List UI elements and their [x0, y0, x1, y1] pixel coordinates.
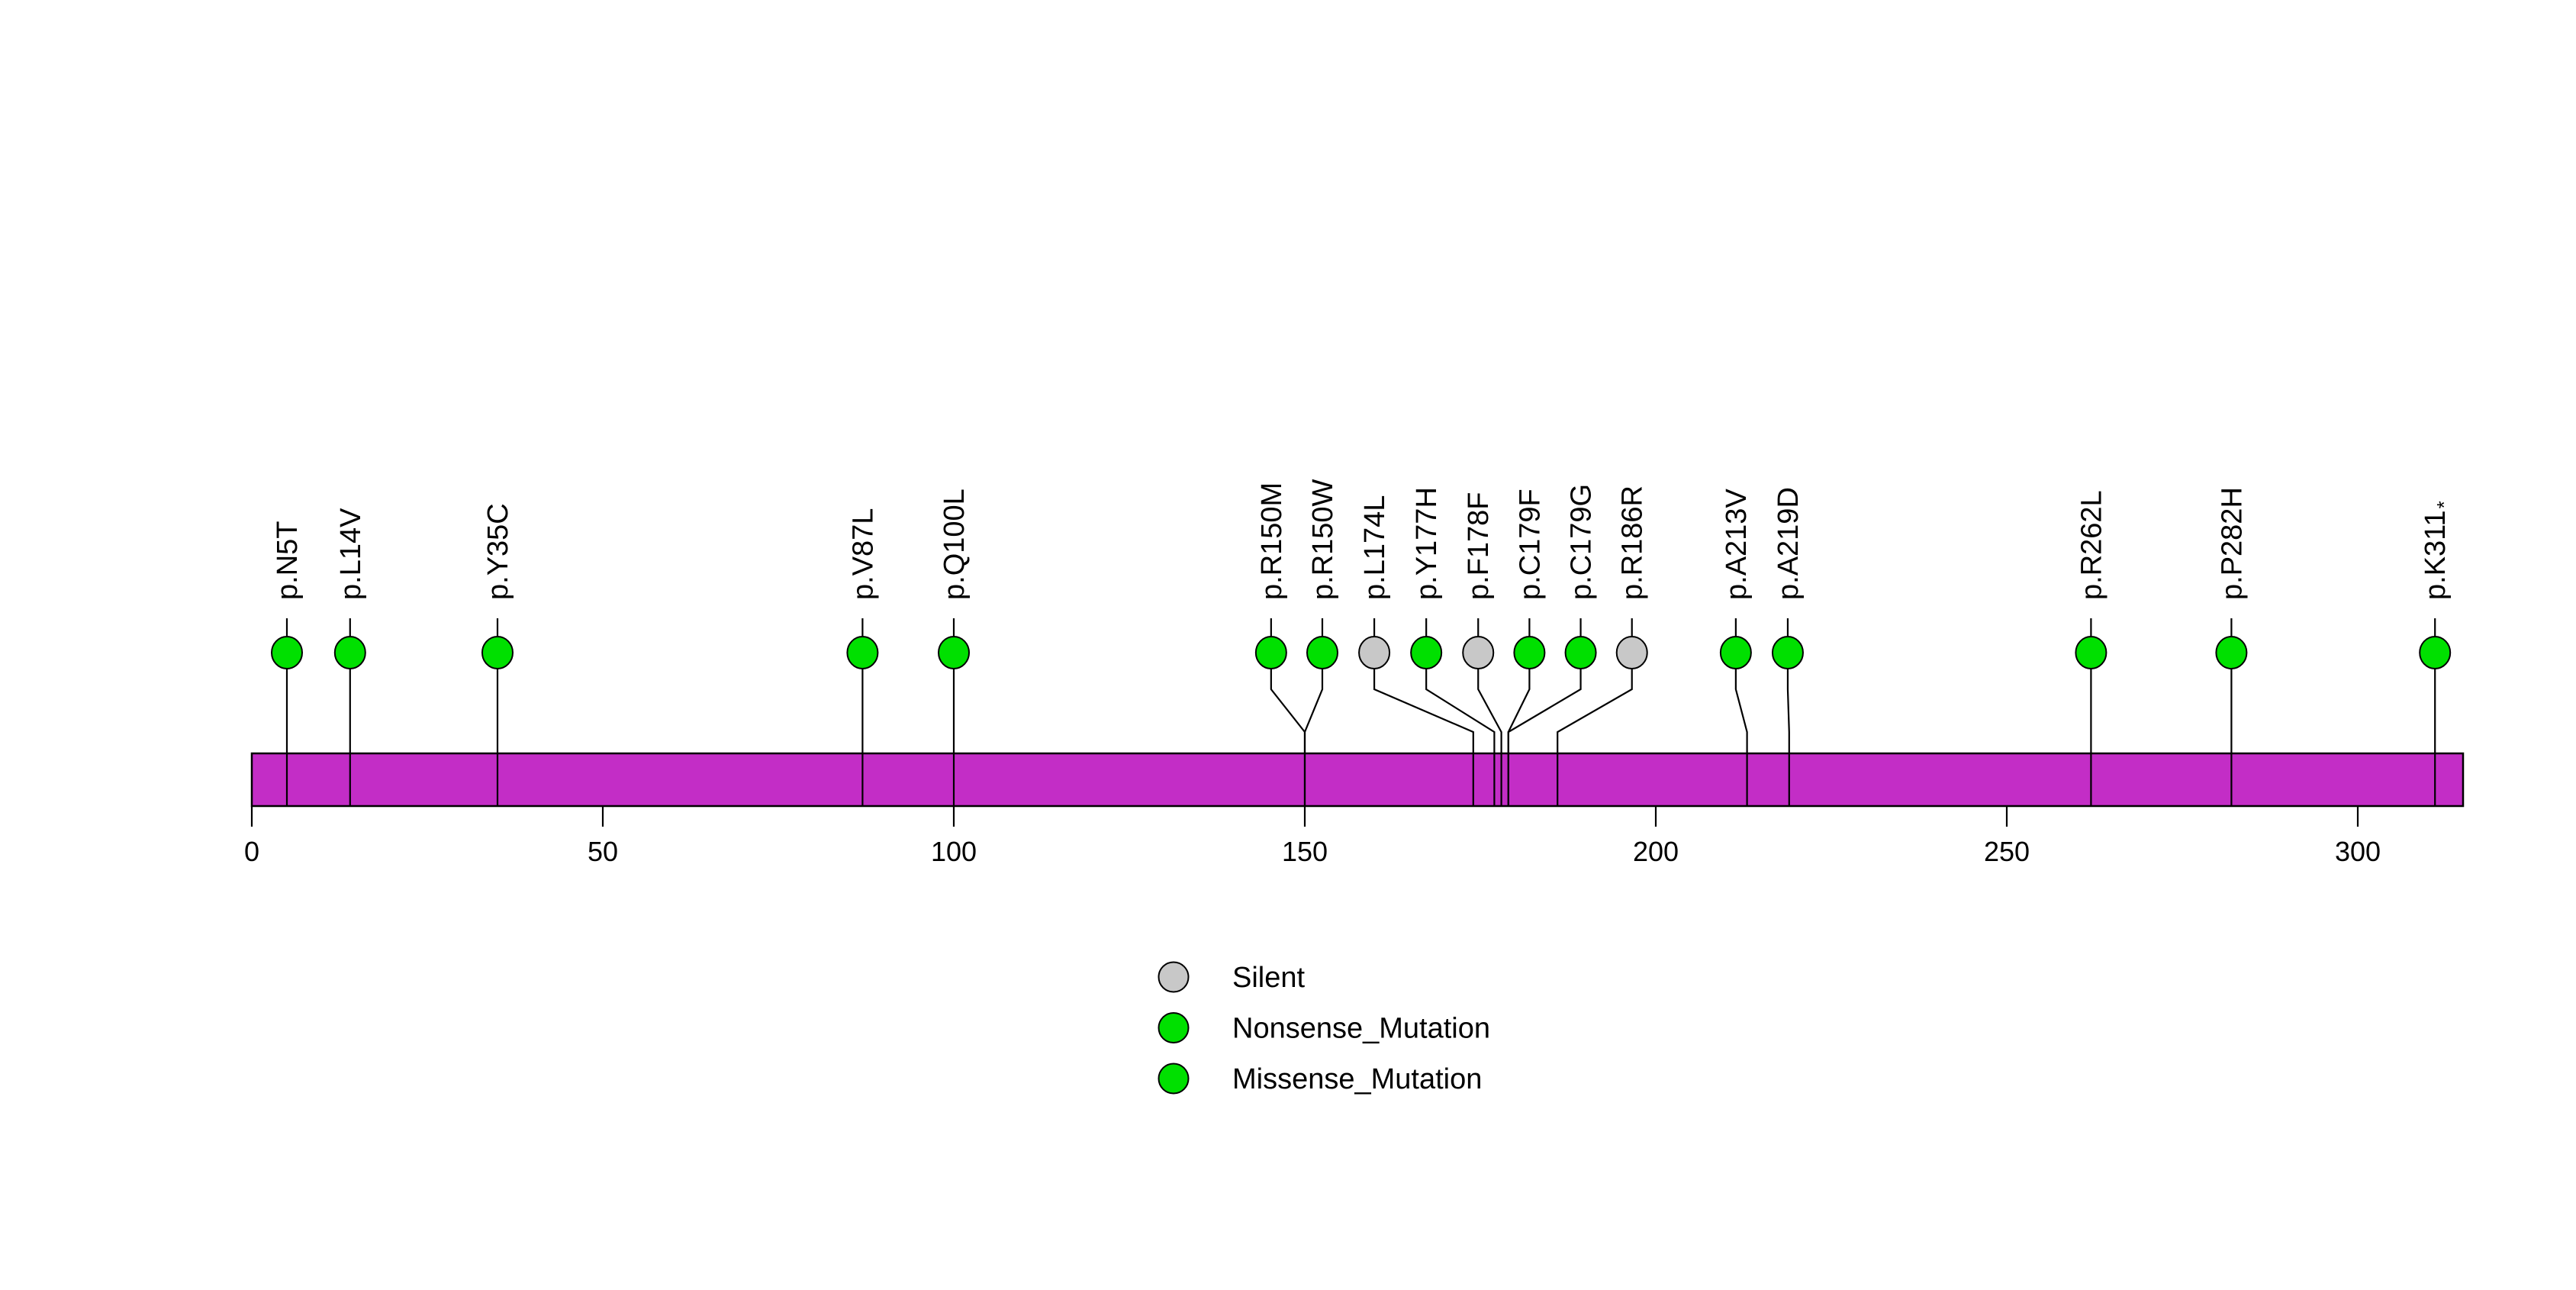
mutation-label: p.C179G	[1566, 484, 1598, 600]
lollipop-head	[1615, 636, 1648, 669]
mutation-label: p.L14V	[335, 508, 367, 600]
lollipop-head	[2419, 636, 2452, 669]
mutation-label: p.A219D	[1773, 487, 1805, 600]
axis-tick-label: 300	[2335, 836, 2381, 867]
lollipop-head	[1719, 636, 1752, 669]
lollipop-head	[1564, 636, 1597, 669]
axis-tick-label: 0	[244, 836, 259, 867]
legend-label: Missense_Mutation	[1232, 1063, 1482, 1095]
mutation-label: p.K311*	[2420, 501, 2455, 600]
lollipop-head	[1358, 636, 1391, 669]
axis-tick-label: 250	[1984, 836, 2030, 867]
mutation-label: p.R150W	[1307, 479, 1339, 600]
legend-marker	[1158, 961, 1190, 993]
mutation-label: p.R262L	[2075, 490, 2107, 600]
lollipop-head	[481, 636, 514, 669]
lollipop-head	[1306, 636, 1338, 669]
mutation-label: p.R150M	[1256, 482, 1288, 600]
protein-track-bar	[250, 752, 2465, 808]
lollipop-head	[1410, 636, 1443, 669]
axis-tick-label: 150	[1282, 836, 1328, 867]
mutation-label: p.L174L	[1359, 495, 1391, 600]
lollipop-head	[333, 636, 366, 669]
axis-tick-label: 50	[588, 836, 618, 867]
lollipop-head	[271, 636, 303, 669]
lollipop-head	[1254, 636, 1287, 669]
mutation-label: p.F178F	[1463, 492, 1495, 600]
lollipop-head	[1513, 636, 1546, 669]
mutation-label: p.C179F	[1514, 489, 1546, 600]
legend-marker	[1158, 1063, 1190, 1095]
mutation-label: p.R186R	[1617, 485, 1649, 600]
mutation-label: p.P282H	[2216, 487, 2248, 600]
mutation-label: p.Y177H	[1411, 487, 1443, 600]
mutation-label: p.Q100L	[939, 489, 971, 600]
axis-tick-label: 200	[1633, 836, 1679, 867]
mutation-label: p.V87L	[847, 508, 879, 600]
axis-tick-label: 100	[931, 836, 977, 867]
legend-label: Silent	[1232, 962, 1305, 994]
lollipop-head	[1462, 636, 1495, 669]
legend-marker	[1158, 1012, 1190, 1043]
legend-label: Nonsense_Mutation	[1232, 1013, 1490, 1045]
mutation-label: p.Y35C	[482, 503, 514, 600]
lollipop-head	[2215, 636, 2248, 669]
lollipop-head	[1771, 636, 1804, 669]
lollipop-head	[846, 636, 879, 669]
mutation-label: p.A213V	[1721, 489, 1753, 600]
lollipop-head	[2075, 636, 2107, 669]
mutation-label: p.N5T	[272, 521, 304, 600]
lollipop-head	[938, 636, 970, 669]
